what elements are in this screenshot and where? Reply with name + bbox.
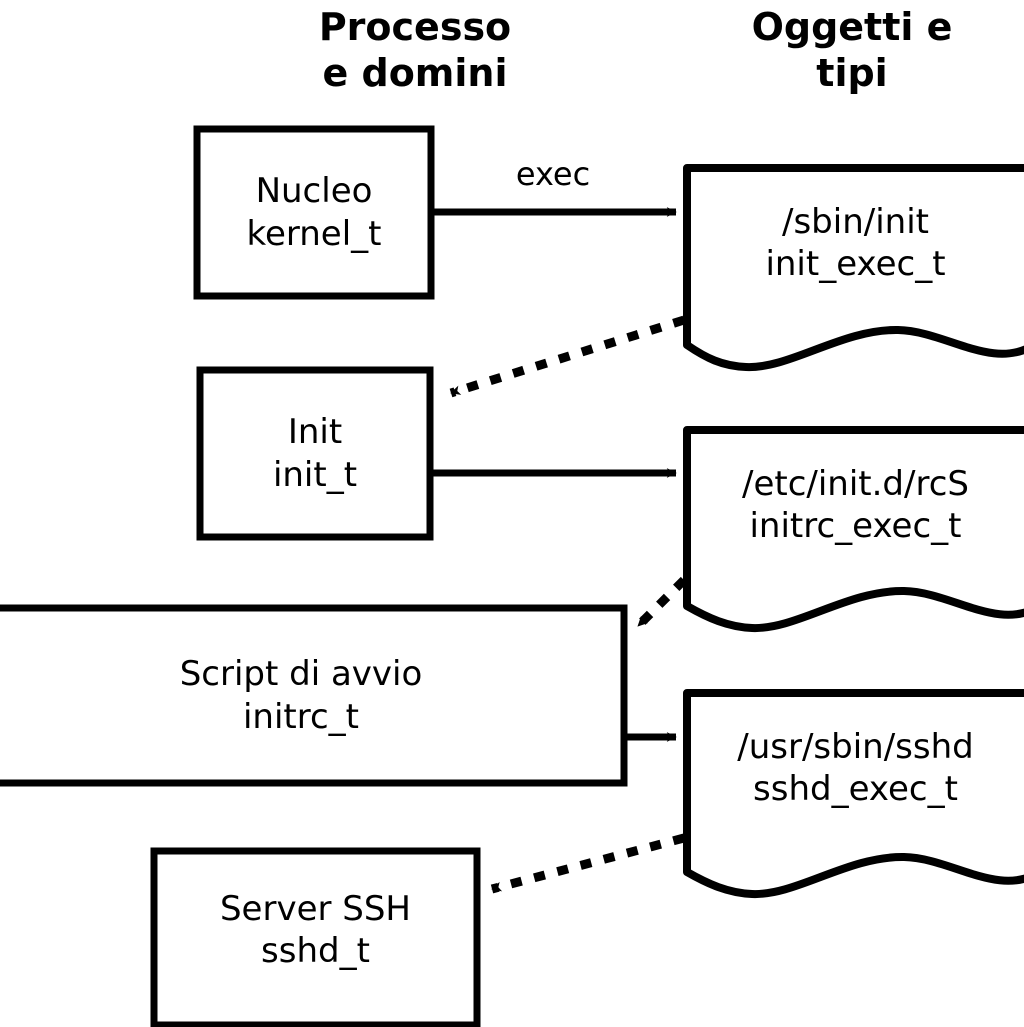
object-node-init_exec-shape[interactable] xyxy=(683,164,1024,372)
process-node-initrc-shape[interactable] xyxy=(0,604,628,787)
process-node-init-shape[interactable] xyxy=(196,366,434,541)
process-node-sshd-shape[interactable] xyxy=(150,847,481,1027)
column-header-objects: Oggetti e tipi xyxy=(751,5,953,96)
edge-label-exec: exec xyxy=(515,155,591,193)
column-header-processes: Processo e domini xyxy=(318,5,512,96)
process-node-kernel-shape[interactable] xyxy=(193,125,435,300)
edge-init_exec-transition-init xyxy=(449,315,686,398)
edge-sshd_exec-transition-sshd xyxy=(490,833,686,894)
edge-initrc_exec-transition-initrc xyxy=(634,576,688,630)
object-node-sshd_exec-shape[interactable] xyxy=(683,689,1024,899)
object-node-initrc_exec-shape[interactable] xyxy=(683,426,1024,633)
